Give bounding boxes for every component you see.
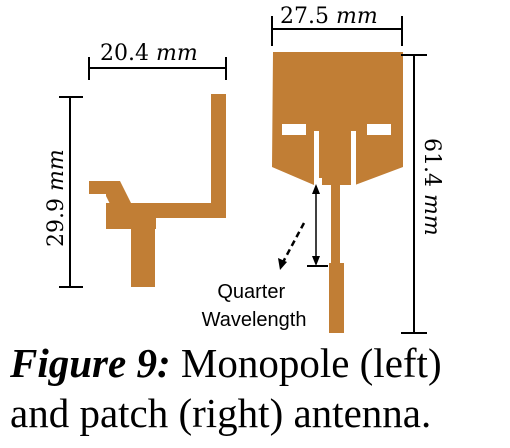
monopole-height-dimension [59,96,83,288]
quarter-wavelength-label: Quarter Wavelength [202,281,307,331]
patch-width-dimension [271,16,403,46]
monopole-antenna [89,94,226,287]
patch-left-slot [282,124,306,135]
figure-label: Figure 9: [10,340,171,386]
patch-wide-feed-line [329,263,344,333]
patch-antenna [272,52,403,333]
caption-text: Monopole (left) and patch (right) antenn… [10,340,442,436]
patch-right-slot [367,124,391,135]
quarter-wavelength-marker [278,184,328,270]
monopole-feed-line [131,215,155,287]
patch-height-label: 61.4 mm [419,138,444,236]
monopole-height-label: 29.9 mm [44,149,69,247]
figure-caption: Figure 9: Monopole (left) and patch (rig… [10,338,506,438]
patch-body [272,52,403,185]
monopole-width-dimension [88,57,227,80]
patch-height-dimension [401,54,427,334]
patch-left-inset-cut [314,131,319,179]
monopole-vertical-arm [211,94,226,218]
patch-thin-feed-line [331,180,340,266]
patch-right-inset-cut [351,131,356,185]
monopole-width-label: 20.4 mm [100,41,198,66]
antenna-figure: 20.4 mm 29.9 mm 27.5 mm 61.4 mm [44,4,444,334]
patch-width-label: 27.5 mm [280,4,378,29]
